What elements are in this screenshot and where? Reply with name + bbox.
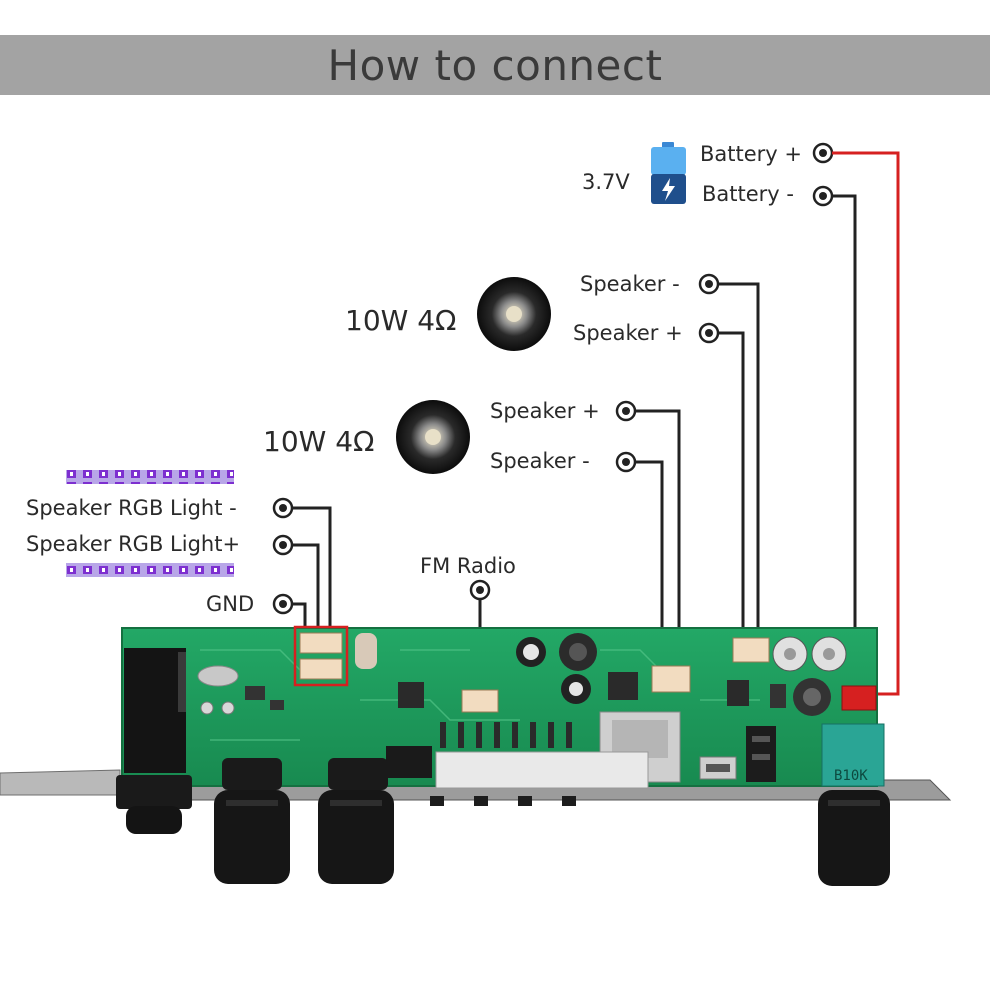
speaker-1-plus-wire — [718, 331, 745, 640]
rgb-light-minus-label: Speaker RGB Light - — [26, 496, 237, 520]
speaker-1-group: 10W 4Ω Speaker - Speaker + — [345, 272, 760, 640]
knob-left — [116, 775, 192, 834]
battery-voltage-label: 3.7V — [582, 170, 630, 194]
fm-radio-terminal-icon — [469, 579, 491, 601]
pot-silkscreen: B10K — [834, 768, 868, 784]
battery-minus-wire — [832, 194, 857, 690]
battery-minus-label: Battery - — [702, 182, 794, 206]
speaker-2-minus-wire — [635, 460, 664, 666]
speaker-1-minus-label: Speaker - — [580, 272, 680, 296]
rgb-connector — [293, 625, 349, 687]
page-title: How to connect — [327, 40, 663, 90]
rgb-light-group: Speaker RGB Light - Speaker RGB Light+ G… — [26, 470, 332, 632]
title-bar: How to connect — [0, 35, 990, 95]
speaker-2-plus-label: Speaker + — [490, 399, 600, 423]
battery-group: 3.7V Battery + Battery - — [582, 142, 900, 696]
display-window — [435, 751, 649, 789]
front-panel-plate — [0, 769, 121, 796]
knob-3 — [318, 758, 394, 884]
battery-plus-terminal-icon — [812, 142, 834, 164]
panel-buttons — [430, 796, 576, 806]
speaker-1-minus-wire — [718, 282, 760, 640]
gnd-terminal-icon — [272, 593, 294, 615]
speaker-2-icon — [396, 400, 470, 474]
speaker-2-minus-terminal-icon — [615, 451, 637, 473]
gnd-wire — [292, 602, 307, 632]
battery-plus-wire — [832, 151, 900, 696]
rgb-plus-wire — [292, 543, 320, 632]
gnd-label: GND — [206, 592, 254, 616]
speaker-1-plus-label: Speaker + — [573, 321, 683, 345]
speaker-1-rating: 10W 4Ω — [345, 304, 456, 337]
rgb-plus-terminal-icon — [272, 534, 294, 556]
pcb-board: B10K — [121, 625, 885, 789]
led-strip-top — [66, 470, 234, 484]
battery-minus-terminal-icon — [812, 185, 834, 207]
speaker-2-group: 10W 4Ω Speaker + Speaker - — [263, 399, 681, 666]
speaker-1-minus-terminal-icon — [698, 273, 720, 295]
fm-radio-label: FM Radio — [420, 554, 516, 578]
speaker-1-connector — [732, 637, 770, 663]
speaker-2-rating: 10W 4Ω — [263, 425, 374, 458]
speaker-1-plus-terminal-icon — [698, 322, 720, 344]
speaker-2-connector — [651, 665, 691, 693]
rgb-light-plus-label: Speaker RGB Light+ — [26, 532, 240, 556]
led-strip-bottom — [66, 563, 234, 577]
battery-icon — [651, 142, 686, 204]
volume-pot — [821, 723, 885, 787]
knob-right — [818, 790, 890, 886]
rgb-minus-terminal-icon — [272, 497, 294, 519]
speaker-1-icon — [477, 277, 551, 351]
knob-2 — [214, 758, 290, 884]
speaker-2-minus-label: Speaker - — [490, 449, 590, 473]
speaker-2-plus-wire — [635, 409, 681, 666]
fm-connector — [461, 689, 499, 713]
audio-jack — [124, 648, 186, 773]
battery-connector — [841, 685, 877, 711]
battery-plus-label: Battery + — [700, 142, 802, 166]
rgb-minus-wire — [292, 506, 332, 632]
speaker-2-plus-terminal-icon — [615, 400, 637, 422]
